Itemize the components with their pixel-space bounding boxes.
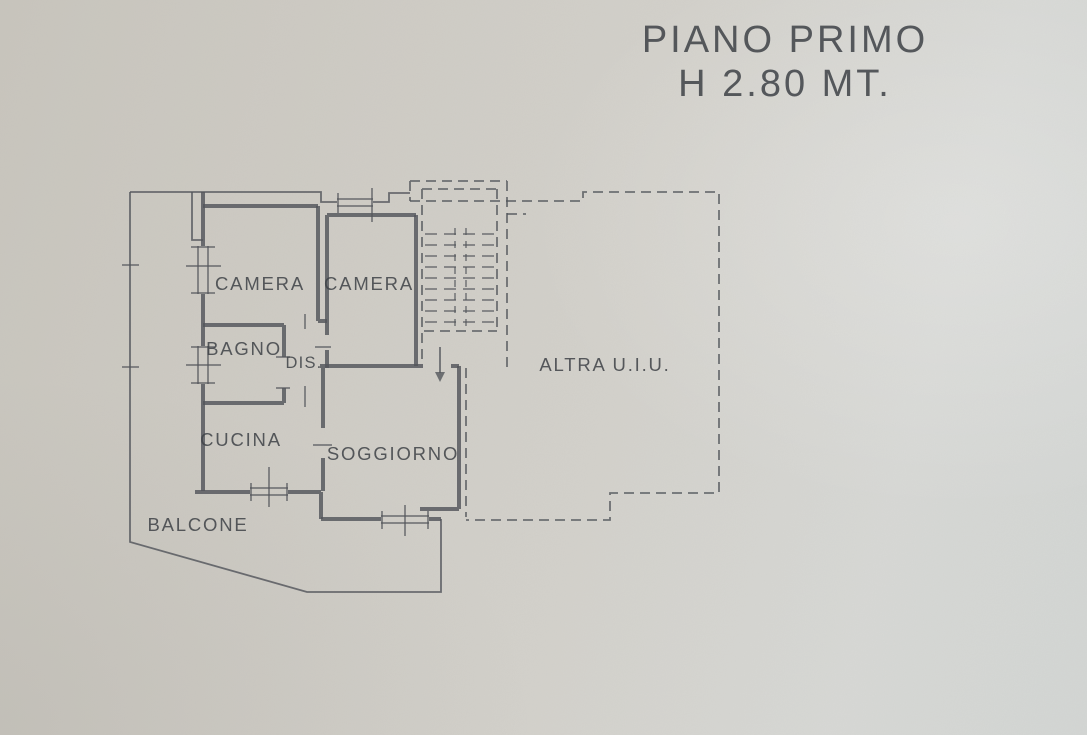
window-cucina-icon [250,467,288,507]
room-label-dis: DIS. [286,354,323,372]
stair-treads [425,228,494,328]
outer-wall-jog [191,192,203,241]
stairwell-outline [409,180,508,367]
altra-uiu-outline [410,191,720,521]
wall-cucina-bottom [195,490,323,519]
window-bagno-icon [186,346,221,384]
room-label-altra-uiu: ALTRA U.I.U. [539,354,670,375]
plan-title-line2: H 2.80 MT. [678,63,892,105]
room-label-bagno: BAGNO [206,338,282,359]
room-label-camera-2: CAMERA [324,273,414,294]
window-camera1-icon [186,246,221,294]
parapet-tick-marks [122,264,139,368]
door-leaf-marks [304,314,332,446]
room-label-soggiorno: SOGGIORNO [327,443,459,464]
room-label-cucina: CUCINA [200,429,282,450]
walls [195,192,461,521]
window-soggiorno-icon [381,505,429,536]
wall-bagno [203,323,286,405]
bagno-door-jambs [276,356,290,389]
stair-direction-arrow-icon [435,347,445,382]
window-camera2-icon [337,188,373,222]
wall-soggiorno-right [420,366,461,511]
room-label-balcone: BALCONE [147,514,248,535]
balcone-parapet [129,192,442,593]
room-label-camera-1: CAMERA [215,273,305,294]
outer-wall-top [130,191,410,203]
stairwell-inner-outline [421,188,526,363]
room-labels: CAMERA CAMERA BAGNO DIS. CUCINA SOGGIORN… [147,273,670,535]
plan-title-line1: PIANO PRIMO [642,19,928,61]
plan-title: PIANO PRIMO H 2.80 MT. [642,19,928,105]
window-symbols [186,188,429,536]
altra-uiu-boundary [410,191,720,521]
outer-boundary [122,191,442,593]
staircase-dashed [409,180,526,382]
